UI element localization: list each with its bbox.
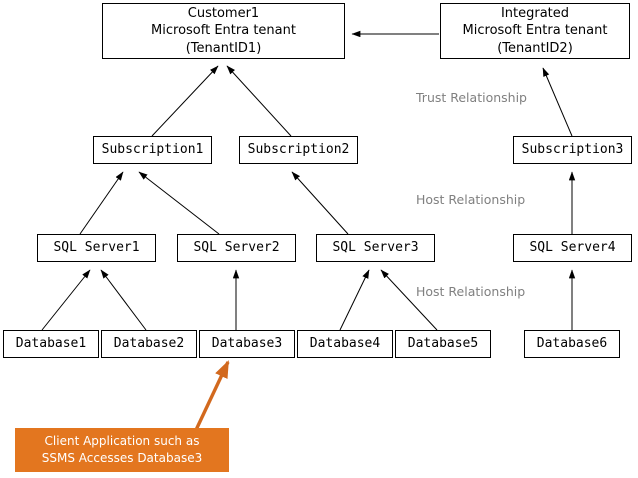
edge-database1-to-sqlserver1 [41, 269, 91, 331]
edge-sqlserver1-to-subscription1 [79, 171, 124, 235]
subscription3-label: Subscription3 [521, 142, 624, 158]
callout-line1: Client Application such as [44, 433, 200, 448]
subscription1-label: Subscription1 [101, 142, 204, 158]
edge-database4-to-sqlserver3 [339, 269, 370, 331]
database5-label: Database5 [407, 336, 479, 352]
tenant-customer1-line3: (TenantID1) [185, 40, 262, 56]
callout-line2: SSMS Accesses Database3 [41, 451, 203, 465]
sql-server4-box[interactable]: SQL Server4 [513, 234, 632, 262]
database6-box[interactable]: Database6 [524, 330, 620, 358]
subscription2-box[interactable]: Subscription2 [239, 136, 358, 164]
host-relationship-label-subscriptions: Host Relationship [416, 192, 526, 207]
database2-label: Database2 [113, 336, 185, 352]
edge-subscription1-to-tenant1 [151, 65, 219, 137]
database6-label: Database6 [536, 336, 608, 352]
edge-subscription3-to-tenant2 [542, 67, 573, 137]
sql-server3-label: SQL Server3 [332, 240, 419, 256]
database1-box[interactable]: Database1 [3, 330, 99, 358]
sql-server4-label: SQL Server4 [529, 240, 616, 256]
tenant-customer1-line2: Microsoft Entra tenant [151, 23, 296, 39]
client-application-callout[interactable]: Client Application such as SSMS Accesses… [15, 428, 229, 472]
tenant-integrated-line1: Integrated [500, 6, 570, 22]
sql-server1-label: SQL Server1 [53, 240, 140, 256]
subscription1-box[interactable]: Subscription1 [93, 136, 212, 164]
edge-sqlserver2-to-subscription1 [138, 171, 220, 235]
host-relationship-label-servers: Host Relationship [416, 284, 526, 299]
tenant-customer1-line1: Customer1 [187, 6, 260, 22]
edge-database2-to-sqlserver1 [100, 269, 147, 331]
database4-box[interactable]: Database4 [297, 330, 393, 358]
subscription2-label: Subscription2 [247, 142, 350, 158]
database2-box[interactable]: Database2 [101, 330, 197, 358]
tenant-integrated-line2: Microsoft Entra tenant [462, 23, 608, 39]
edge-database5-to-sqlserver3 [380, 269, 438, 331]
tenant-customer1-box[interactable]: Customer1 Microsoft Entra tenant (Tenant… [102, 3, 345, 59]
tenant-integrated-box[interactable]: Integrated Microsoft Entra tenant (Tenan… [440, 3, 630, 59]
sql-server2-label: SQL Server2 [193, 240, 280, 256]
database3-box[interactable]: Database3 [199, 330, 295, 358]
edge-sqlserver3-to-subscription2 [291, 171, 349, 235]
edge-subscription2-to-tenant1 [226, 65, 292, 137]
database3-label: Database3 [211, 336, 283, 352]
tenant-integrated-line3: (TenantID2) [497, 40, 573, 56]
sql-server3-box[interactable]: SQL Server3 [316, 234, 435, 262]
subscription3-box[interactable]: Subscription3 [513, 136, 632, 164]
sql-server2-box[interactable]: SQL Server2 [177, 234, 296, 262]
database5-box[interactable]: Database5 [395, 330, 491, 358]
trust-relationship-label: Trust Relationship [416, 90, 527, 105]
sql-server1-box[interactable]: SQL Server1 [37, 234, 156, 262]
database4-label: Database4 [309, 336, 381, 352]
edge-callout-to-database3 [194, 360, 230, 431]
database1-label: Database1 [15, 336, 87, 352]
